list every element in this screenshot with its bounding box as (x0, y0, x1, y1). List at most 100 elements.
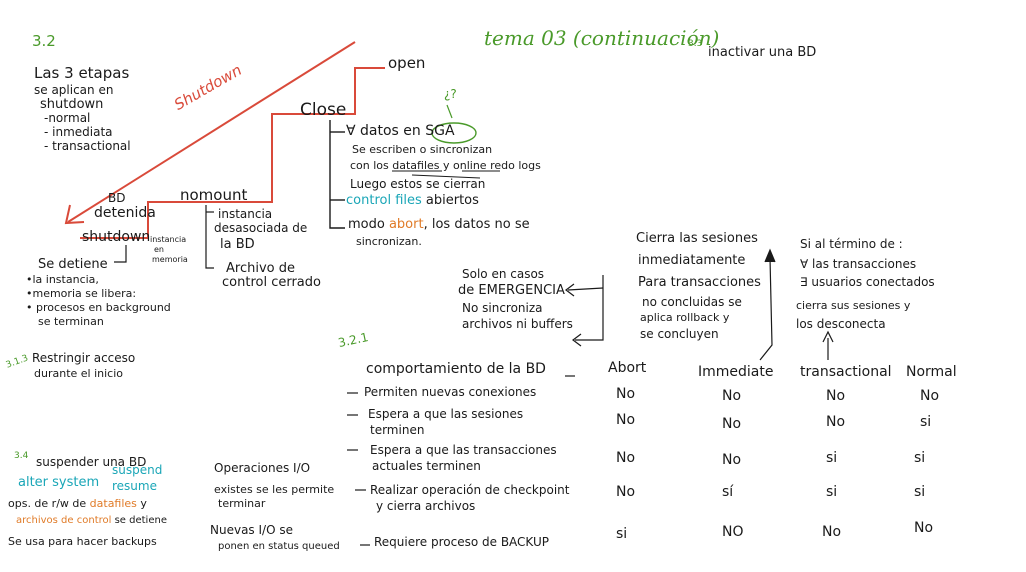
cell-immediate: No (722, 452, 742, 468)
bd-detenida-label: BD (108, 191, 126, 205)
nomount-note: desasociada de (214, 221, 308, 235)
shutdown-stage: shutdown (82, 229, 151, 245)
close-note-line: ∀ datos en SGA (346, 123, 455, 139)
emergencia-note: Solo en casos (462, 267, 545, 281)
shutdown-arrow-head (64, 204, 85, 225)
column-header-immediate: Immediate (698, 364, 774, 380)
cell-abort: No (616, 386, 636, 402)
io-note: ponen en status queued (218, 541, 340, 552)
se-detiene-note: • procesos en background (26, 301, 171, 314)
restringir-note: durante el inicio (34, 367, 124, 380)
cell-immediate: No (722, 416, 742, 432)
io-note: existes se les permite (214, 483, 335, 496)
ops-note: ops. de r/w de datafiles y (8, 498, 147, 510)
instancia-memoria-note: instancia (150, 235, 187, 244)
backups-note: Se usa para hacer backups (8, 535, 157, 548)
cell-normal: si (914, 484, 926, 500)
intro-line: Las 3 etapas (34, 64, 130, 82)
section-3-4-label: 3.4 (14, 451, 29, 461)
transactional-note: ∀ las transacciones (800, 257, 917, 271)
control-files-text: control (346, 193, 396, 208)
column-header-transactional: transactional (800, 364, 892, 380)
intro-line: - inmediata (44, 125, 113, 139)
transactional-note: Si al término de : (800, 237, 903, 251)
row-label: terminen (370, 423, 425, 437)
cell-transactional: si (826, 484, 838, 500)
cell-transactional: No (826, 388, 846, 404)
row-label: Permiten nuevas conexiones (364, 385, 537, 399)
cell-transactional: No (826, 414, 846, 430)
immediate-note: Para transacciones (638, 275, 761, 290)
immediate-note: no concluidas se (642, 295, 742, 309)
emergencia-note: de EMERGENCIA (458, 283, 565, 298)
row-label: Realizar operación de checkpoint (370, 483, 570, 497)
close-note-line: control files abiertos (346, 194, 479, 208)
cell-normal: No (920, 388, 940, 404)
cell-normal: No (914, 520, 934, 536)
intro-line: -normal (44, 111, 91, 125)
cell-normal: si (920, 414, 932, 430)
section-3-3-label: 3.3 (688, 39, 703, 49)
close-note-line: sincronizan. (356, 235, 422, 248)
transactional-note: ∃ usuarios conectados (800, 275, 935, 289)
inactivar-bd-heading: inactivar una BD (708, 45, 817, 60)
row-label: Espera a que las sesiones (368, 407, 524, 421)
se-detiene-note: •la instancia, (26, 273, 99, 286)
section-3-2-1-label: 3.2.1 (336, 329, 370, 351)
instancia-memoria-note: memoria (152, 255, 188, 264)
immediate-note: inmediatamente (638, 253, 746, 268)
cell-abort: No (616, 484, 636, 500)
close-note-line: con los datafiles y online redo logs (350, 159, 541, 172)
emergencia-note: archivos ni buffers (462, 317, 573, 331)
transactional-note: los desconecta (796, 317, 886, 331)
cell-transactional: No (822, 524, 842, 540)
column-header-normal: Normal (906, 364, 957, 380)
archivo-control-note: Archivo de (226, 261, 295, 276)
row-label: y cierra archivos (376, 499, 476, 513)
cell-immediate: No (722, 388, 742, 404)
archivos-control-text: archivos de control (16, 515, 112, 526)
row-label: Requiere proceso de BACKUP (374, 535, 549, 549)
abiertos-text: abiertos (421, 193, 479, 208)
suspender-heading: suspender una BD (36, 455, 147, 469)
se-detiene-note: Se detiene (38, 257, 108, 272)
bd-detenida-label: detenida (94, 205, 156, 221)
suspend-command: suspend (112, 463, 163, 477)
instancia-memoria-note: en (154, 245, 164, 254)
alter-system-command: alter system (18, 475, 100, 490)
io-note: Operaciones I/O (214, 461, 311, 475)
cell-abort: si (616, 526, 628, 542)
cell-immediate: NO (722, 524, 744, 540)
se-detiene-note: •memoria se libera: (26, 287, 137, 300)
close-note-line: modo abort, los datos no se (348, 218, 530, 232)
control-files-text: files (395, 193, 422, 208)
nomount-note: la BD (220, 237, 255, 252)
se-detiene-text: se detiene (111, 515, 167, 526)
se-detiene-note: se terminan (38, 315, 104, 328)
immediate-note: aplica rollback y (640, 311, 730, 324)
close-note-line: Luego estos se cierran (350, 177, 486, 191)
immediate-note: se concluyen (640, 327, 719, 341)
open-stage: open (388, 54, 426, 72)
io-note: terminar (218, 497, 266, 510)
intro-line: se aplican en (34, 83, 114, 97)
nomount-stage: nomount (180, 186, 248, 204)
close-note-line: Se escriben o sincronizan (352, 143, 493, 156)
resume-command: resume (112, 479, 157, 493)
section-3-1-3-label: 3.1.3 (4, 353, 30, 371)
emergencia-note: No sincroniza (462, 301, 543, 315)
datafiles-text: datafiles (89, 497, 137, 510)
archivo-control-note: control cerrado (222, 275, 321, 290)
io-note: Nuevas I/O se (210, 523, 293, 537)
immediate-note: Cierra las sesiones (636, 231, 758, 246)
ops-end-text: y (136, 497, 147, 510)
column-header-abort: Abort (608, 360, 647, 376)
modo-rest-text: , los datos no se (423, 217, 530, 232)
archivos-note: archivos de control se detiene (16, 515, 167, 527)
row-label: actuales terminen (372, 459, 481, 473)
question-mark-note: ¿? (444, 87, 457, 101)
cell-normal: si (914, 450, 926, 466)
intro-line: shutdown (40, 97, 104, 112)
shutdown-arrow-label: Shutdown (171, 60, 245, 114)
